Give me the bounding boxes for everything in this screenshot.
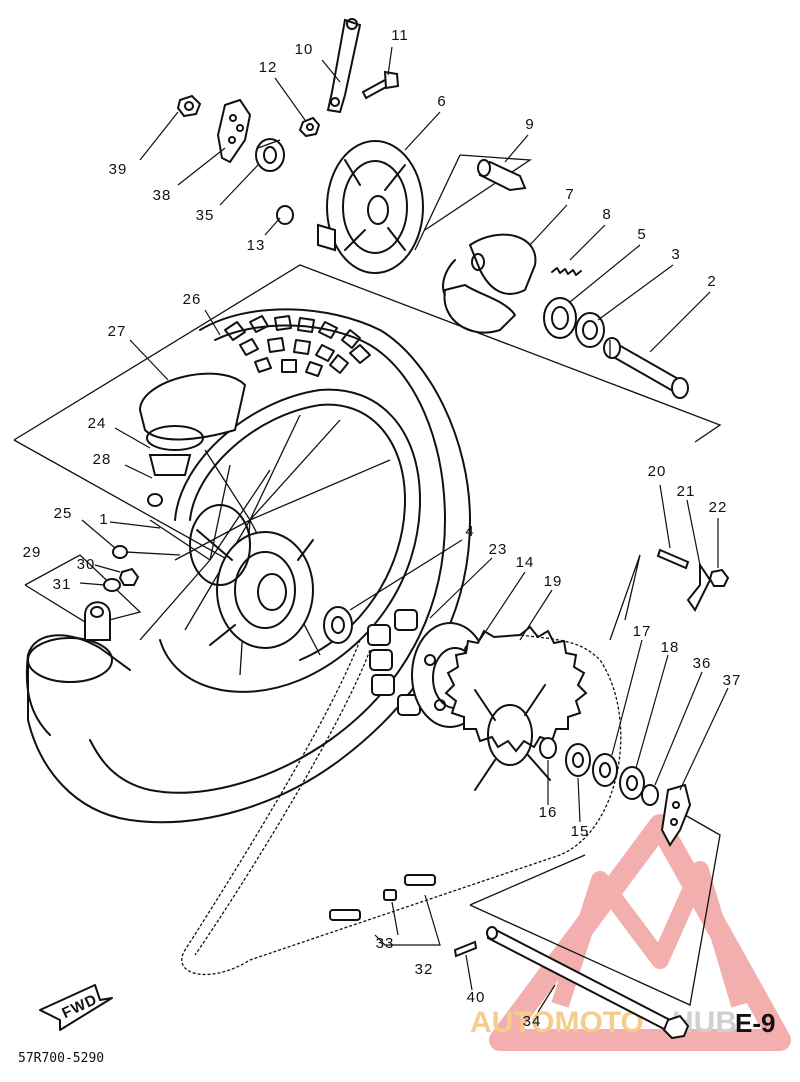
brake-lever-bracket-29 [84, 601, 111, 641]
part-number-32: 32 [415, 961, 434, 978]
part-number-20: 20 [648, 463, 667, 480]
part-number-26: 26 [183, 291, 202, 308]
part-number-8: 8 [602, 206, 611, 223]
part-number-13: 13 [247, 237, 266, 254]
part-number-12: 12 [259, 59, 278, 76]
sprocket-19 [444, 625, 588, 791]
part-number-23: 23 [489, 541, 508, 558]
part-number-14: 14 [516, 554, 535, 571]
part-number-29: 29 [23, 544, 42, 561]
bolt-11 [361, 70, 400, 100]
part-number-9: 9 [525, 116, 534, 133]
part-number-37: 37 [723, 672, 742, 689]
rear-axle-34 [486, 926, 690, 1040]
collar-18 [619, 766, 645, 800]
watermark-brand-part1: AUTOMOTO [470, 1006, 644, 1039]
bolt-13 [276, 205, 294, 225]
part-number-11: 11 [391, 27, 409, 44]
part-number-36: 36 [693, 655, 712, 672]
leader-lines [79, 46, 729, 1013]
part-number-7: 7 [565, 186, 574, 203]
oil-seal-17 [592, 753, 618, 787]
part-number-4: 4 [465, 523, 474, 540]
collar-36 [641, 784, 659, 806]
diagram-code: 57R700-5290 [18, 1051, 104, 1066]
part-number-28: 28 [93, 451, 112, 468]
rim-and-spokes [139, 388, 421, 693]
tube-valve-24 [148, 454, 192, 476]
chain-puller-bolt-20 [656, 548, 690, 570]
part-number-17: 17 [633, 623, 652, 640]
page-reference: E-9 [735, 1008, 775, 1038]
part-number-30: 30 [77, 556, 96, 573]
brake-shoe-plate-6 [317, 140, 424, 274]
part-number-16: 16 [539, 804, 558, 821]
part-number-34: 34 [523, 1013, 542, 1030]
part-number-22: 22 [709, 499, 728, 516]
part-number-2: 2 [707, 273, 716, 290]
cam-lever-10 [326, 18, 362, 114]
oil-seal-3 [575, 312, 605, 348]
part-number-labels: 11 10 12 6 9 7 8 5 3 2 39 38 35 13 26 27… [23, 27, 742, 1030]
adjusting-plate-37 [660, 783, 692, 847]
part-number-25: 25 [54, 505, 73, 522]
washer-31 [103, 578, 121, 592]
part-number-24: 24 [88, 415, 107, 432]
chain-joint-33 [329, 874, 436, 921]
part-number-39: 39 [109, 161, 128, 178]
bearing-4 [323, 606, 353, 644]
part-number-35: 35 [196, 207, 215, 224]
collar-16 [539, 737, 557, 759]
spoke-nipple-25 [112, 545, 181, 559]
rim-band-28 [147, 493, 163, 507]
part-number-10: 10 [295, 41, 314, 58]
nut-30 [118, 567, 140, 586]
part-number-18: 18 [661, 639, 680, 656]
part-number-19: 19 [544, 573, 563, 590]
bearing-15 [565, 743, 591, 777]
part-number-3: 3 [671, 246, 680, 263]
forward-direction-arrow: FWD [39, 984, 113, 1031]
part-number-15: 15 [571, 823, 590, 840]
part-number-40: 40 [467, 989, 486, 1006]
tube-27 [138, 372, 247, 451]
part-number-5: 5 [637, 226, 646, 243]
adjusting-plate-38 [216, 98, 252, 164]
part-number-21: 21 [677, 483, 696, 500]
tire [25, 308, 471, 824]
chain-puller-21 [686, 561, 712, 612]
hub-damper-23 [367, 609, 421, 716]
nut-39 [176, 94, 202, 118]
brake-shoes-7 [442, 233, 537, 334]
nut-12 [298, 116, 321, 138]
part-number-27: 27 [108, 323, 127, 340]
nut-22 [708, 568, 730, 587]
part-number-38: 38 [153, 187, 172, 204]
bearing-5 [543, 297, 577, 339]
brake-shoe-spring-8 [551, 267, 582, 276]
chain-clip-40 [453, 940, 478, 958]
drive-chain [181, 634, 622, 976]
part-number-31: 31 [53, 576, 72, 593]
part-number-33: 33 [376, 935, 395, 952]
collar-35 [255, 138, 285, 172]
axle-collar-2 [603, 337, 689, 399]
part-number-6: 6 [437, 93, 446, 110]
brake-camshaft-9 [477, 159, 527, 192]
part-number-1: 1 [99, 511, 108, 528]
